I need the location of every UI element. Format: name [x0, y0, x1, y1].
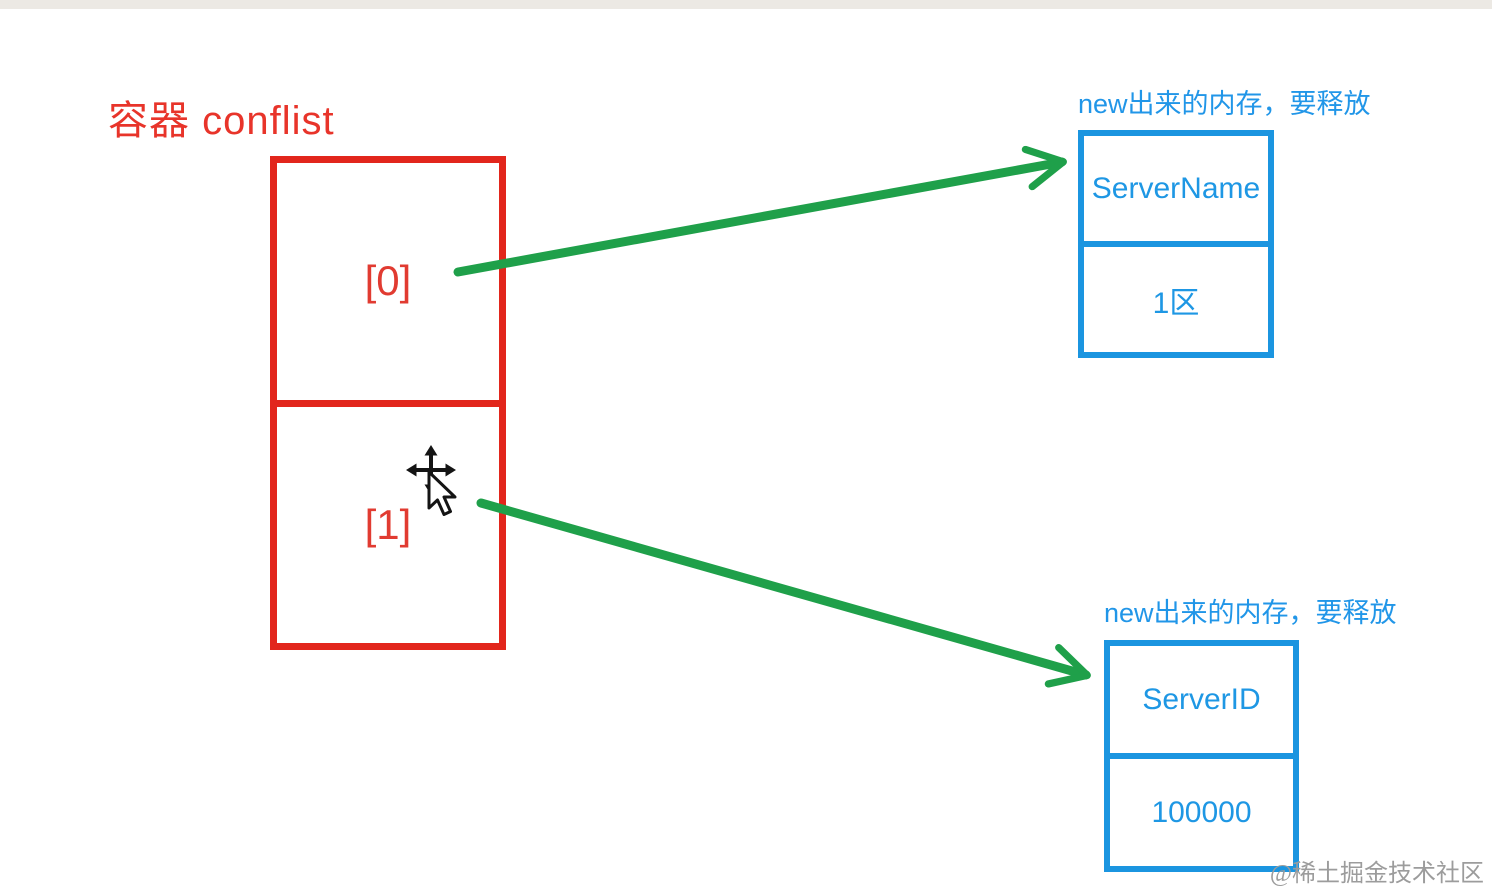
heap-box-0-row-1-text: 1区	[1152, 286, 1200, 320]
pointer-arrow-cell0-to-servername	[453, 145, 1067, 277]
heap-box-1: ServerID 100000	[1104, 640, 1299, 872]
heap-box-1-row-1: 100000	[1110, 759, 1293, 866]
heap-box-1-caption: new出来的内存，要释放	[1104, 598, 1397, 628]
array-cell-0: [0]	[277, 163, 499, 400]
heap-box-0-row-0: ServerName	[1084, 136, 1268, 241]
heap-box-1-row-1-text: 100000	[1151, 795, 1252, 829]
array-cell-1-label: [1]	[364, 500, 412, 548]
array-cell-0-label: [0]	[364, 257, 412, 305]
heap-box-1-row-0-text: ServerID	[1142, 682, 1261, 716]
container-title: 容器 conflist	[108, 99, 335, 143]
array-cell-divider	[277, 399, 499, 407]
heap-box-0: ServerName 1区	[1078, 130, 1274, 358]
container-array-box: [0] [1]	[270, 156, 506, 650]
heap-box-0-row-1: 1区	[1084, 247, 1268, 352]
heap-box-0-row-0-text: ServerName	[1091, 171, 1261, 205]
array-cell-1: [1]	[277, 406, 499, 643]
top-edge-band	[0, 0, 1492, 9]
pointer-arrow-cell1-to-serverid	[476, 498, 1091, 688]
heap-box-0-caption: new出来的内存，要释放	[1078, 89, 1371, 119]
heap-box-1-divider	[1110, 753, 1293, 759]
heap-box-0-divider	[1084, 241, 1268, 247]
heap-box-1-row-0: ServerID	[1110, 646, 1293, 753]
watermark: @稀土掘金技术社区	[1269, 861, 1484, 887]
